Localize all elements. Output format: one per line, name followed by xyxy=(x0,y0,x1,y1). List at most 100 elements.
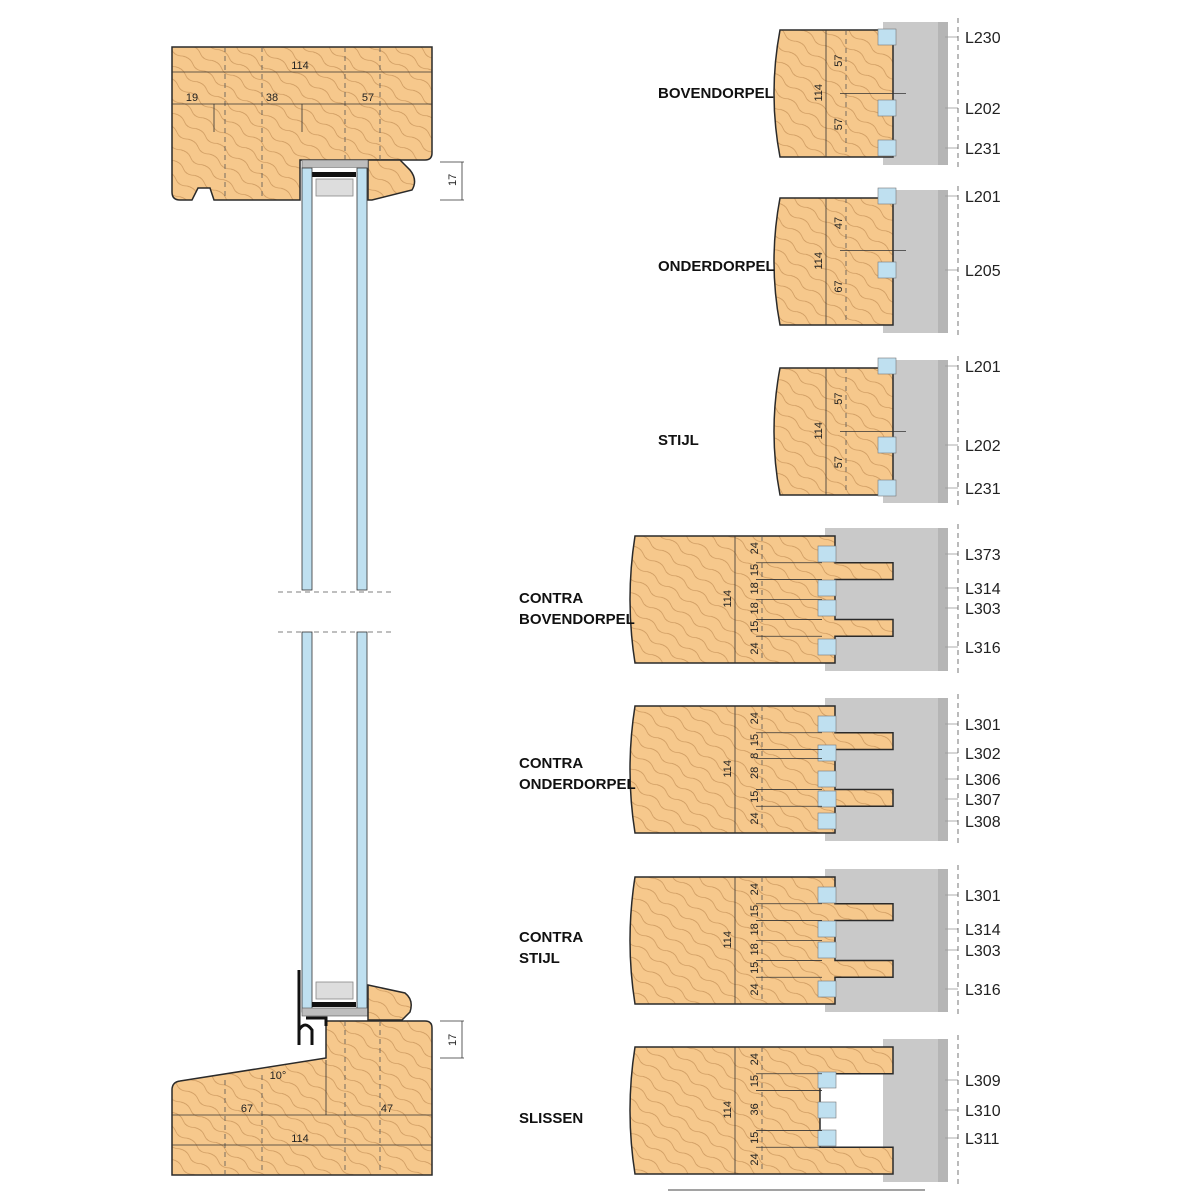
section-label: ONDERDORPEL xyxy=(658,258,775,275)
blade-insert xyxy=(877,436,897,454)
sill: 10° 67 47 114 17 xyxy=(171,970,464,1176)
dim-segment: 18 xyxy=(749,582,761,594)
blade-insert xyxy=(817,545,837,563)
wood-profile xyxy=(773,29,894,158)
tool-code-l309: L309 xyxy=(965,1073,1001,1090)
tool-code-l306: L306 xyxy=(965,772,1001,789)
tool-code-l301: L301 xyxy=(965,717,1001,734)
cutter-body xyxy=(825,869,945,1012)
dim-segment: 15 xyxy=(749,905,761,917)
dim-total: 114 xyxy=(813,84,825,102)
weatherstrip xyxy=(297,970,328,1045)
dim-total: 114 xyxy=(722,931,734,949)
dim-segment: 47 xyxy=(833,217,845,229)
section-label: CONTRA xyxy=(519,590,583,607)
tool-code-l303: L303 xyxy=(965,601,1001,618)
section-label: SLISSEN xyxy=(519,1110,583,1127)
cutter-spindle xyxy=(938,1039,948,1182)
dim-segment: 24 xyxy=(749,812,761,824)
dim-segment: 18 xyxy=(749,602,761,614)
dim-segment: 15 xyxy=(749,621,761,633)
dim-segment: 57 xyxy=(833,393,845,405)
dim-segment: 15 xyxy=(749,791,761,803)
blade-insert xyxy=(877,479,897,497)
blade-insert xyxy=(817,980,837,998)
tool-code-l316: L316 xyxy=(965,982,1001,999)
dim-bottom-rebate: 17 xyxy=(447,1034,459,1046)
blade-insert xyxy=(817,920,837,938)
dim-segment: 24 xyxy=(749,712,761,724)
tool-code-l310: L310 xyxy=(965,1103,1001,1120)
dim-bottom-67: 67 xyxy=(241,1103,253,1115)
section-label: STIJL xyxy=(519,950,560,967)
tool-sections: 1145757BOVENDORPELL230L202L2311144767OND… xyxy=(519,18,1001,1184)
blade-insert xyxy=(817,1129,837,1147)
cutter-spindle xyxy=(938,22,948,165)
dim-segment: 28 xyxy=(749,767,761,779)
tool-code-l202: L202 xyxy=(965,101,1001,118)
dim-segment: 15 xyxy=(749,962,761,974)
tool-code-l311: L311 xyxy=(965,1131,1000,1148)
dim-segment: 36 xyxy=(749,1103,761,1115)
section-contra-onderdorpel: 11424158281524CONTRAONDERDORPELL301L302L… xyxy=(519,694,1001,843)
blade-insert xyxy=(877,99,897,117)
blade-insert xyxy=(817,1071,837,1089)
blade-insert xyxy=(817,579,837,597)
section-label: ONDERDORPEL xyxy=(519,776,636,793)
blade-insert xyxy=(817,770,837,788)
dim-top-19: 19 xyxy=(186,92,198,104)
tool-code-l303: L303 xyxy=(965,943,1001,960)
dim-segment: 57 xyxy=(833,55,845,67)
tool-code-l201: L201 xyxy=(965,189,1001,206)
dim-segment: 57 xyxy=(833,118,845,130)
section-label: CONTRA xyxy=(519,755,583,772)
dim-total: 114 xyxy=(722,760,734,778)
dim-total: 114 xyxy=(813,422,825,440)
dim-bottom-47: 47 xyxy=(381,1103,393,1115)
cutter-spindle xyxy=(938,190,948,333)
tool-code-l314: L314 xyxy=(965,581,1001,598)
dim-segment: 15 xyxy=(749,564,761,576)
dim-segment: 15 xyxy=(749,734,761,746)
dim-total: 114 xyxy=(722,1101,734,1119)
dim-top-38: 38 xyxy=(266,92,278,104)
blade-insert xyxy=(877,357,897,375)
blade-insert xyxy=(877,261,897,279)
dim-segment: 18 xyxy=(749,923,761,935)
dim-segment: 15 xyxy=(749,1075,761,1087)
blade-insert xyxy=(877,187,897,205)
section-contra-bovendorpel: 114241518181524CONTRABOVENDORPELL373L314… xyxy=(519,524,1001,673)
blade-insert xyxy=(817,744,837,762)
blade-insert xyxy=(817,812,837,830)
dim-total: 114 xyxy=(722,590,734,608)
dim-top-width: 114 xyxy=(291,60,309,72)
head-frame: 114 19 38 57 17 xyxy=(171,46,464,201)
dim-segment: 8 xyxy=(749,753,761,759)
tool-code-l301: L301 xyxy=(965,888,1001,905)
dim-segment: 57 xyxy=(833,456,845,468)
dim-segment: 18 xyxy=(749,943,761,955)
tool-code-l202: L202 xyxy=(965,438,1001,455)
blade-insert xyxy=(817,941,837,959)
section-contra-stijl: 114241518181524CONTRASTIJLL301L314L303L3… xyxy=(519,865,1001,1014)
glazing-unit xyxy=(278,159,392,1017)
dim-segment: 24 xyxy=(749,542,761,554)
dim-segment: 24 xyxy=(749,983,761,995)
section-label: STIJL xyxy=(658,432,699,449)
dim-segment: 24 xyxy=(749,1053,761,1065)
cutter-spindle xyxy=(938,360,948,503)
tool-code-l231: L231 xyxy=(965,141,1001,158)
blade-insert xyxy=(817,599,837,617)
tool-code-l230: L230 xyxy=(965,30,1001,47)
section-label: BOVENDORPEL xyxy=(519,611,635,628)
tool-code-l314: L314 xyxy=(965,922,1001,939)
cutter-spindle xyxy=(938,528,948,671)
tool-code-l316: L316 xyxy=(965,640,1001,657)
tool-code-l205: L205 xyxy=(965,263,1001,280)
tool-code-l307: L307 xyxy=(965,792,1001,809)
dim-segment: 24 xyxy=(749,883,761,895)
wood-profile xyxy=(773,367,894,496)
